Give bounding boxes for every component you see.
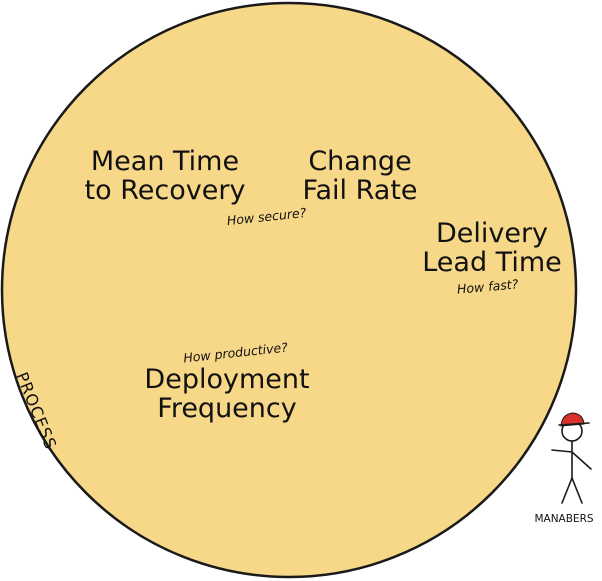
metric-deploy-freq-line1: Deployment [144, 364, 309, 395]
note-how-fast: How fast? [456, 276, 519, 296]
metric-deploy-freq-line2: Frequency [157, 393, 297, 424]
metric-lead-time-line2: Lead Time [422, 247, 562, 278]
process-circle [0, 1, 578, 579]
metric-cfr-line2: Fail Rate [302, 175, 417, 206]
metric-lead-time-line1: Delivery [436, 218, 548, 249]
metric-mttr-line2: to Recovery [85, 175, 246, 206]
stick-figure-icon [551, 420, 592, 504]
metric-cfr-line1: Change [308, 146, 411, 177]
metric-mttr-line1: Mean Time [91, 146, 239, 177]
managers-label: MANABERS [534, 513, 593, 525]
cap-icon [558, 412, 590, 427]
